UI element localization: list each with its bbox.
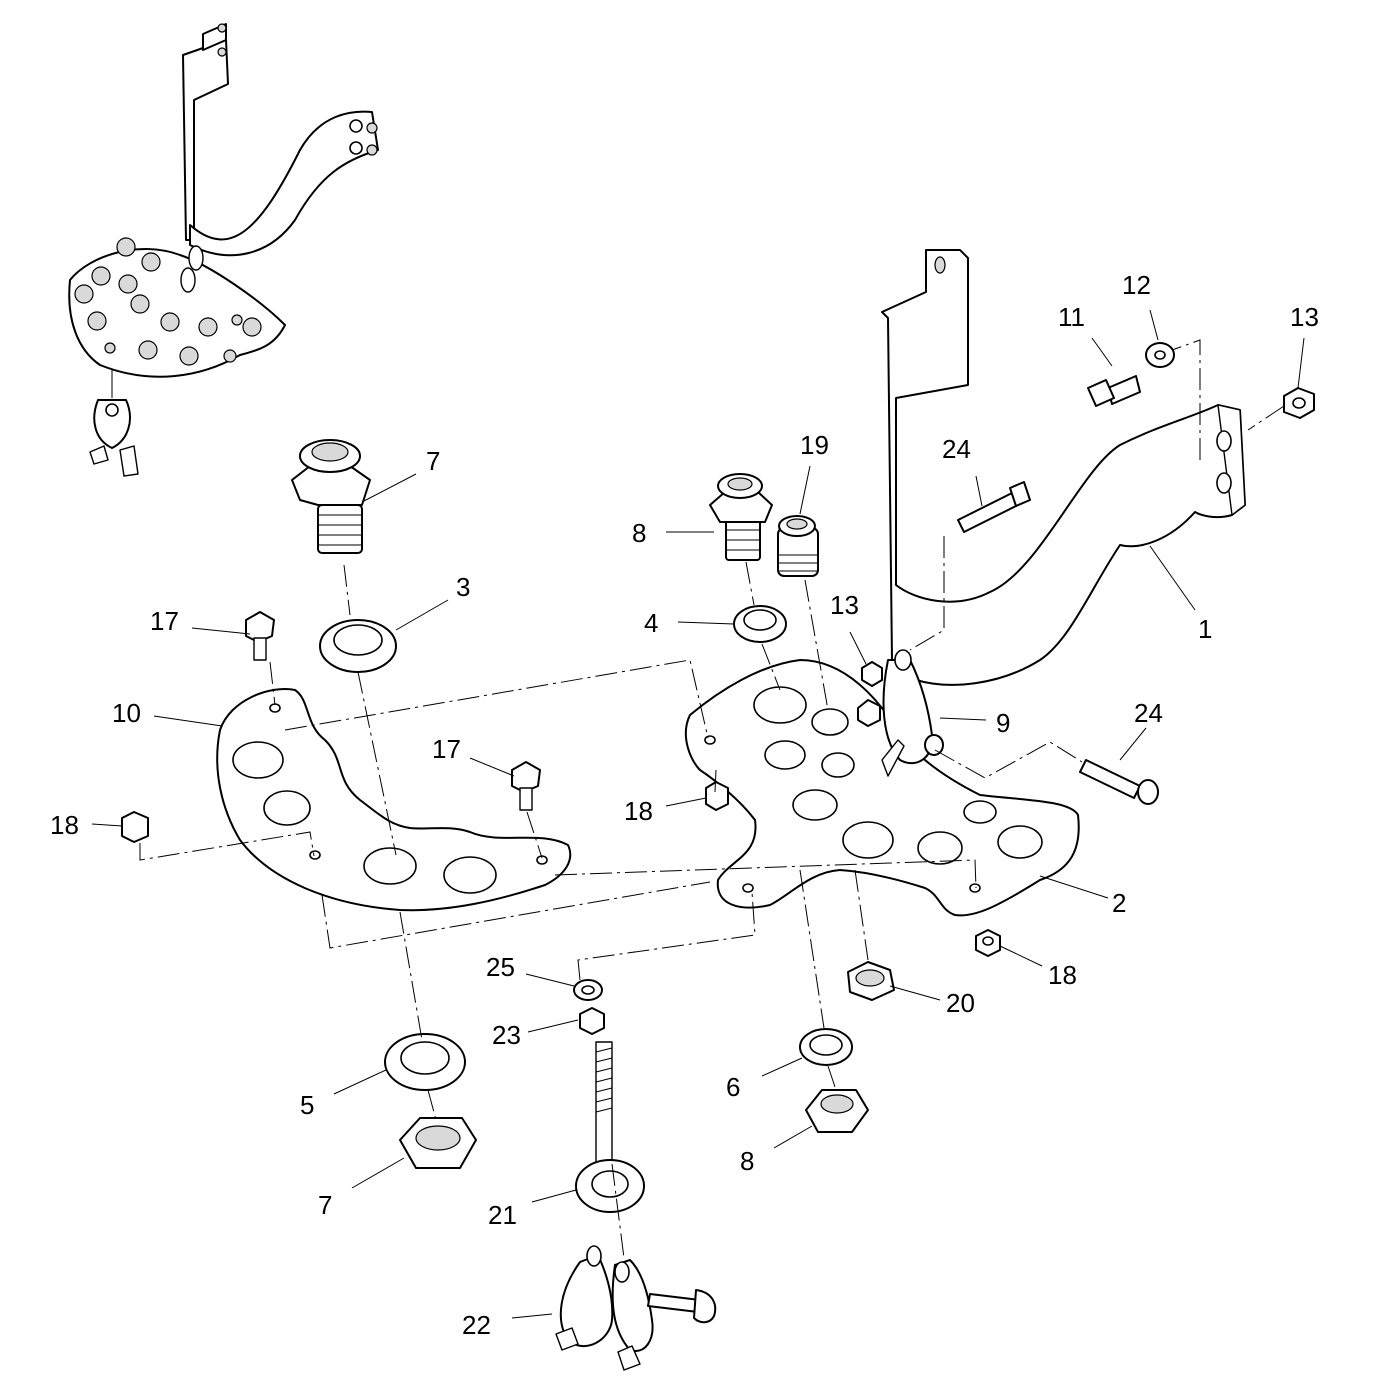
- bolt-part-17-middle: [511, 761, 541, 811]
- nut-part-23: [579, 1007, 605, 1035]
- callout-17-left: 17: [150, 606, 179, 636]
- callout-11: 11: [1058, 302, 1085, 332]
- callout-3: 3: [456, 572, 470, 602]
- callout-8-top: 8: [632, 518, 646, 548]
- callout-4: 4: [644, 608, 658, 638]
- bolt-part-24-lower: [1079, 759, 1159, 805]
- fitting-part-7-top: [291, 439, 371, 554]
- callout-6: 6: [726, 1072, 740, 1102]
- washer-part-3: [319, 619, 397, 673]
- callout-labels: 1 2 3 4 5 6 7 7 8 8 9 10 11 12 13 13 17 …: [50, 270, 1319, 1340]
- nut-part-13-right: [1283, 387, 1315, 419]
- callout-13-shackle: 13: [830, 590, 859, 620]
- callout-20: 20: [946, 988, 975, 1018]
- callout-8-bottom: 8: [740, 1146, 754, 1176]
- callout-18-right: 18: [1048, 960, 1077, 990]
- callout-25: 25: [486, 952, 515, 982]
- nut-part-18-right: [975, 929, 1001, 957]
- callout-12: 12: [1122, 270, 1151, 300]
- plate-part-2: [684, 659, 1080, 917]
- bolt-part-17-left: [245, 611, 275, 661]
- fitting-part-8-top: [709, 473, 773, 561]
- callout-7-bottom: 7: [318, 1190, 332, 1220]
- callout-17-middle: 17: [432, 734, 461, 764]
- bolt-part-24-upper: [957, 481, 1031, 533]
- bracket-part-1: [881, 249, 1246, 686]
- washer-part-4: [733, 605, 787, 643]
- nut-part-18-left: [121, 811, 149, 843]
- washer-part-5: [384, 1033, 466, 1091]
- bolt-part-11: [1087, 375, 1141, 407]
- plate-part-10: [216, 688, 572, 912]
- callout-7-top: 7: [426, 446, 440, 476]
- callout-9: 9: [996, 708, 1010, 738]
- callout-13-right: 13: [1290, 302, 1319, 332]
- nut-part-8-bottom: [805, 1089, 869, 1133]
- nut-part-7-bottom: [399, 1117, 477, 1169]
- callout-1: 1: [1198, 614, 1212, 644]
- callout-23: 23: [492, 1020, 521, 1050]
- callout-18-middle: 18: [624, 796, 653, 826]
- assembly-centerlines: [139, 339, 1285, 1259]
- shackle-part-22: [555, 1245, 717, 1371]
- callout-5: 5: [300, 1090, 314, 1120]
- callout-10: 10: [112, 698, 141, 728]
- gland-part-19: [777, 515, 819, 577]
- eye-bolt-part-21: [575, 1041, 645, 1213]
- nut-part-20: [847, 961, 895, 1001]
- washer-part-12: [1145, 342, 1175, 368]
- callout-22: 22: [462, 1310, 491, 1340]
- assembled-view-inset: [68, 23, 379, 477]
- callout-24-upper: 24: [942, 434, 971, 464]
- callout-21: 21: [488, 1200, 517, 1230]
- callout-leaders: [91, 309, 1305, 1319]
- nut-part-13-shackle: [857, 661, 883, 727]
- callout-2: 2: [1112, 888, 1126, 918]
- callout-24-lower: 24: [1134, 698, 1163, 728]
- callout-18-left: 18: [50, 810, 79, 840]
- shackle-part-9: [881, 649, 944, 777]
- nut-part-18-middle: [705, 781, 729, 811]
- callout-19: 19: [800, 430, 829, 460]
- washer-part-25: [573, 979, 603, 1001]
- washer-part-6: [799, 1028, 853, 1066]
